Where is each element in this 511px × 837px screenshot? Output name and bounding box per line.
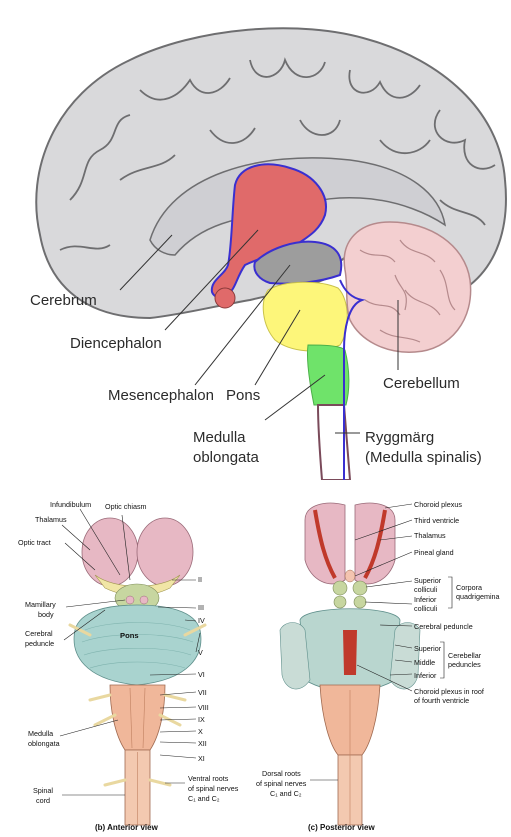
anterior-view-caption: (b) Anterior view bbox=[95, 823, 159, 832]
cerebrum-label: Cerebrum bbox=[30, 292, 97, 309]
cerebellar-peduncles-label-1: Cerebellar bbox=[448, 651, 482, 660]
inferior-cerebellar-label: Inferior bbox=[414, 671, 437, 680]
diencephalon-label: Diencephalon bbox=[70, 335, 162, 352]
corpora-quadrigemina-label-2: quadrigemina bbox=[456, 592, 500, 601]
cranial-nerve-label: VII bbox=[198, 688, 207, 697]
cranial-nerve-label: V bbox=[198, 648, 203, 657]
spinal-cord-label-line1: Ryggmärg bbox=[365, 429, 434, 446]
infundibulum-label: Infundibulum bbox=[50, 500, 91, 509]
thalamus-label-b: Thalamus bbox=[35, 515, 67, 524]
inferior-colliculi-label-2: colliculi bbox=[414, 604, 438, 613]
medulla-label-b1: Medulla bbox=[28, 729, 53, 738]
posterior-view bbox=[280, 503, 420, 825]
ventral-roots-label-2: of spinal nerves bbox=[188, 784, 239, 793]
optic-tract-label: Optic tract bbox=[18, 538, 51, 547]
cerebellar-peduncles-label-2: peduncles bbox=[448, 660, 481, 669]
cerebral-peduncle-label-c: Cerebral peduncle bbox=[414, 622, 473, 631]
inferior-colliculi-label-1: Inferior bbox=[414, 595, 437, 604]
pons-label: Pons bbox=[226, 387, 260, 404]
pituitary-shape bbox=[215, 288, 235, 308]
cerebral-peduncle-label-b1: Cerebral bbox=[25, 629, 53, 638]
superior-colliculi-label-2: colliculi bbox=[414, 585, 438, 594]
ventral-roots-label-3: C₁ and C₂ bbox=[188, 794, 220, 803]
posterior-view-caption: (c) Posterior view bbox=[308, 823, 375, 832]
pineal-gland-label: Pineal gland bbox=[414, 548, 454, 557]
spinal-cord-label-line2: (Medulla spinalis) bbox=[365, 449, 482, 466]
pons-shape bbox=[263, 282, 347, 351]
middle-cerebellar-label: Middle bbox=[414, 658, 435, 667]
superior-cerebellar-label: Superior bbox=[414, 644, 442, 653]
brainstem-views-diagram: Infundibulum Optic chiasm Thalamus Optic… bbox=[0, 480, 511, 832]
choroid-plexus-label: Choroid plexus bbox=[414, 500, 462, 509]
midsagittal-brain-diagram: Cerebrum Diencephalon Mesencephalon Pons… bbox=[0, 0, 511, 480]
anterior-view bbox=[70, 518, 205, 825]
cranial-nerve-label: XII bbox=[198, 739, 207, 748]
thalamus-label-c: Thalamus bbox=[414, 531, 446, 540]
medulla-label-b2: oblongata bbox=[28, 739, 60, 748]
cranial-nerve-label: III bbox=[198, 603, 204, 612]
dorsal-roots-label-2: of spinal nerves bbox=[256, 779, 307, 788]
optic-chiasm-label: Optic chiasm bbox=[105, 502, 147, 511]
medulla-shape bbox=[307, 345, 348, 405]
cranial-nerve-label: IX bbox=[198, 715, 205, 724]
mamillary-body-label-2: body bbox=[38, 610, 54, 619]
cranial-nerve-label: IV bbox=[198, 616, 205, 625]
medulla-label-line1: Medulla bbox=[193, 429, 246, 446]
spinal-cord-label-b1: Spinal bbox=[33, 786, 53, 795]
choroid-plexus-fourth-label-1: Choroid plexus in roof bbox=[414, 687, 484, 696]
midsagittal-brain-panel: Cerebrum Diencephalon Mesencephalon Pons… bbox=[0, 0, 511, 480]
corpora-quadrigemina-label-1: Corpora bbox=[456, 583, 482, 592]
dorsal-roots-label-1: Dorsal roots bbox=[262, 769, 301, 778]
mamillary-body-label-1: Mamillary bbox=[25, 600, 56, 609]
cerebral-peduncle-label-b2: peduncle bbox=[25, 639, 54, 648]
ventral-roots-label-1: Ventral roots bbox=[188, 774, 229, 783]
cranial-nerve-label: X bbox=[198, 727, 203, 736]
spinal-cord-shape bbox=[318, 405, 350, 480]
brainstem-views-panel: Infundibulum Optic chiasm Thalamus Optic… bbox=[0, 480, 511, 832]
cranial-nerve-label: VI bbox=[198, 670, 205, 679]
dorsal-roots-label-3: C₁ and C₂ bbox=[270, 789, 302, 798]
spinal-cord-label-b2: cord bbox=[36, 796, 50, 805]
third-ventricle-label: Third ventricle bbox=[414, 516, 459, 525]
cranial-nerve-label: VIII bbox=[198, 703, 209, 712]
mesencephalon-label: Mesencephalon bbox=[108, 387, 214, 404]
pons-label-b: Pons bbox=[120, 631, 139, 640]
cranial-nerve-label: XI bbox=[198, 754, 205, 763]
superior-colliculi-label-1: Superior bbox=[414, 576, 442, 585]
cranial-nerve-label: II bbox=[198, 575, 202, 584]
choroid-plexus-fourth-label-2: of fourth ventricle bbox=[414, 696, 469, 705]
medulla-label-line2: oblongata bbox=[193, 449, 260, 466]
cerebellum-label: Cerebellum bbox=[383, 375, 460, 392]
